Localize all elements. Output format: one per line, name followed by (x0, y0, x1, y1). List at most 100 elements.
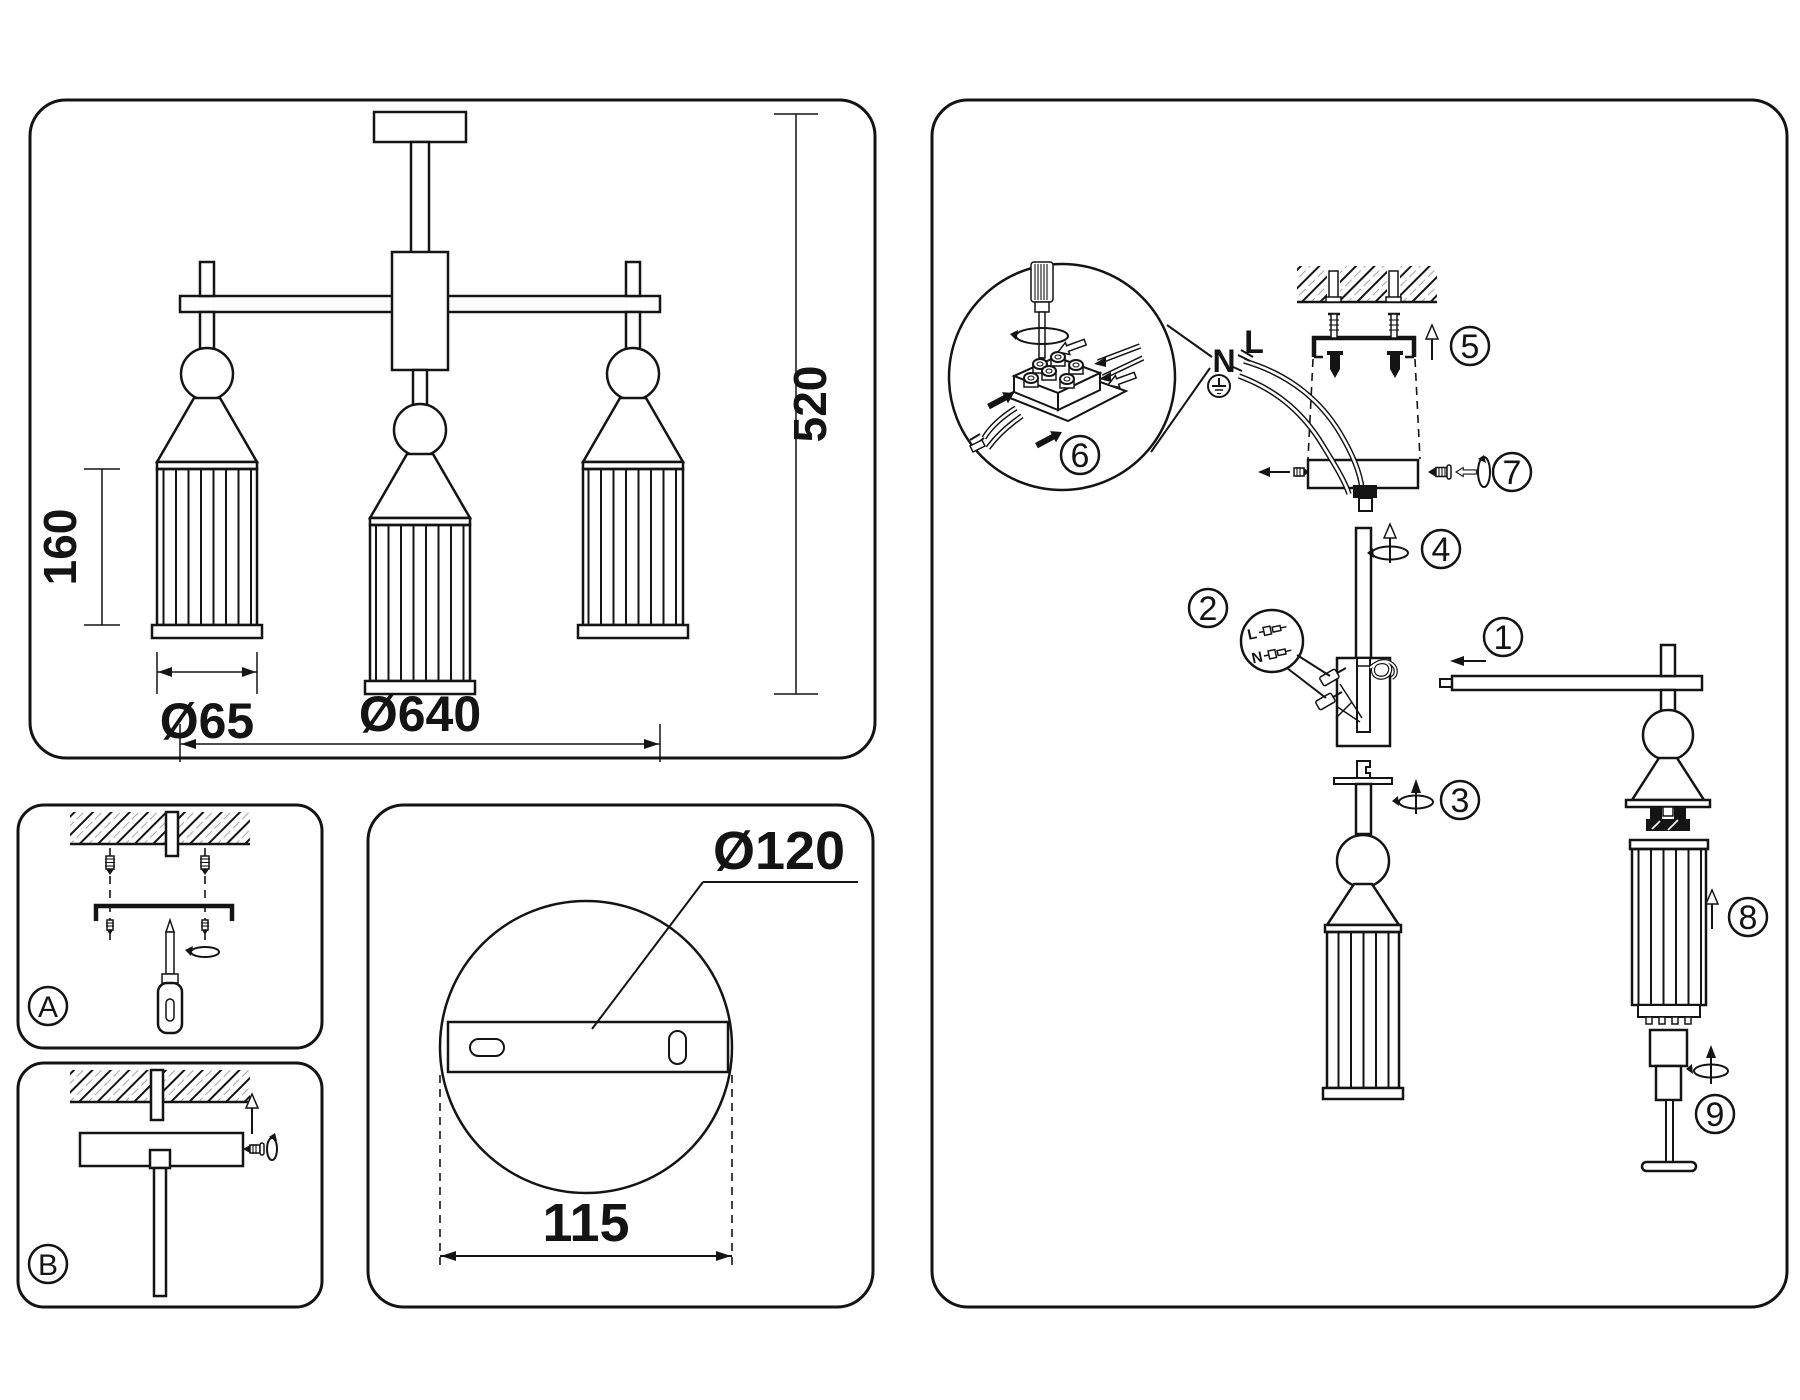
lamp-socket (1646, 806, 1690, 831)
dim-label-fixture-height: 520 (784, 366, 836, 443)
step6-wiring-detail: 6 (947, 261, 1177, 492)
ribbed-shade-center (368, 523, 472, 683)
rotation-icon (1392, 779, 1434, 814)
panel-mounting-step-a: A (16, 803, 324, 1050)
canopy-hub (1353, 485, 1377, 498)
step-badge-6: 6 (1059, 434, 1101, 476)
step-number: 5 (1461, 328, 1480, 366)
mounting-bracket (93, 903, 235, 921)
step3-coupler: 3 (1321, 760, 1481, 1101)
screw-icon (201, 919, 209, 935)
dim-label-fixture-diameter: Ø640 (359, 686, 481, 742)
panel-mounting-step-b: B (16, 1061, 324, 1309)
ceiling-plate (372, 110, 468, 144)
ribbed-shade (1325, 930, 1401, 1090)
arm-rod (1450, 674, 1704, 692)
step7-canopy-fixing: 7 (1258, 451, 1533, 512)
center-hub (390, 250, 450, 372)
step-number: 2 (1199, 590, 1218, 628)
plug-connector-icon (1315, 691, 1343, 711)
ribbed-shade (1630, 847, 1708, 1007)
step-number: 3 (1451, 782, 1470, 820)
dim-shade-diameter: Ø65 (156, 652, 258, 749)
panel-assembly-steps: 5 N L (930, 98, 1789, 1309)
rotation-icon (1477, 455, 1491, 488)
step5-bracket-to-ceiling: 5 (1297, 266, 1491, 460)
step-number: 1 (1494, 619, 1513, 657)
exploded-lamp-column: 8 9 (1624, 643, 1769, 1173)
chandelier-front-view (150, 110, 690, 696)
stem-rod (152, 1166, 168, 1298)
step-number: 7 (1503, 454, 1522, 492)
mounting-bracket (1311, 335, 1417, 357)
ceiling-hatch (70, 812, 250, 844)
anchor-icon (200, 855, 210, 875)
dim-fixture-diameter: Ø640 (179, 686, 661, 762)
step-badge-3: 3 (1439, 779, 1481, 821)
wire-labels: N L (1207, 324, 1264, 398)
dim-fixture-height: 520 (774, 113, 836, 695)
dim-shade-height: 160 (34, 468, 120, 626)
step-badge-4: 4 (1420, 528, 1462, 570)
detail-circle (1239, 608, 1305, 674)
mains-cable (1230, 349, 1365, 495)
canopy-circle (438, 899, 734, 1195)
dim-label-shade-diameter: Ø65 (160, 693, 255, 749)
rotation-icon (1367, 522, 1409, 563)
stem-through-ceiling (149, 1068, 165, 1122)
stem-through-ceiling (164, 810, 180, 858)
terminal (1023, 351, 1084, 389)
step1-insert-arm: 1 (1439, 616, 1704, 692)
anchor-icon (1388, 270, 1399, 301)
side-screw-icon (1428, 464, 1452, 480)
dim-label-hole-spacing: 115 (542, 1193, 629, 1253)
panel-canopy-dimensions: Ø120 115 (366, 803, 875, 1309)
step8-glass-shade: 8 (1628, 838, 1769, 1025)
rotation-icon (1010, 327, 1069, 345)
screw-icon (1388, 312, 1400, 339)
variant-a-label: A (38, 991, 58, 1024)
step-number: 6 (1071, 437, 1090, 475)
live-wire-label: L (1244, 324, 1264, 360)
step-badge-2: 2 (1187, 587, 1229, 629)
stem-rod (409, 140, 431, 256)
slot-vertical (668, 1030, 687, 1065)
rotation-icon (266, 1133, 278, 1161)
rotation-icon (185, 946, 220, 958)
variant-a-badge: A (27, 985, 69, 1027)
screwdriver-icon (156, 917, 184, 1035)
side-screw-icon (1293, 467, 1309, 477)
step-badge-9: 9 (1694, 1093, 1736, 1135)
detail-neutral-label: N (1250, 649, 1264, 668)
step-badge-7: 7 (1491, 451, 1533, 493)
dim-label-shade-height: 160 (34, 509, 86, 586)
screw-icon (1328, 312, 1340, 339)
step-number: 4 (1432, 531, 1451, 569)
ball-joint (1641, 708, 1695, 762)
dim-label-canopy-diameter: Ø120 (713, 821, 845, 881)
ribbed-shade-right (581, 467, 685, 627)
step-badge-1: 1 (1482, 616, 1524, 658)
up-arrow-icon (1424, 323, 1440, 360)
ceiling-hatch (1297, 266, 1437, 302)
anchor-icon (1328, 270, 1339, 301)
step-badge-5: 5 (1449, 325, 1491, 367)
panel-main-dimensions: 160 Ø65 Ø640 520 (28, 98, 877, 762)
pendant-lamp (1321, 833, 1405, 1101)
earth-icon (1207, 374, 1231, 398)
step-badge-8: 8 (1727, 896, 1769, 938)
anchor-icon (105, 855, 115, 875)
side-screw-icon (243, 1142, 265, 1156)
step2-connectors: L N 2 (1187, 587, 1398, 748)
canopy-hub (148, 1148, 172, 1170)
detail-live-label: L (1246, 625, 1259, 644)
up-arrow-icon (244, 1092, 260, 1134)
rotation-icon (1686, 1045, 1729, 1084)
step-number: 9 (1706, 1096, 1725, 1134)
step9-bulb: 9 (1640, 1028, 1736, 1173)
step-number: 8 (1739, 899, 1758, 937)
variant-b-label: B (38, 1249, 58, 1282)
ribbed-shade-left (155, 467, 259, 627)
